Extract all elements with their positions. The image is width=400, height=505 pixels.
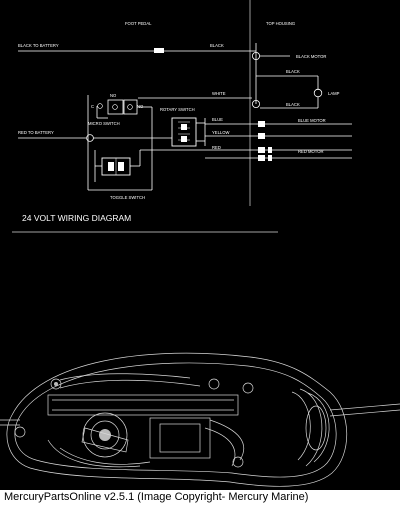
rotary-switch bbox=[171, 117, 197, 147]
label-foot-pedal: FOOT PEDAL bbox=[125, 21, 152, 26]
label-yellow: YELLOW bbox=[212, 130, 230, 135]
bullet-connectors bbox=[258, 121, 272, 161]
label-micro-switch: MICRO SWITCH bbox=[88, 121, 120, 126]
label-lamp: LAMP bbox=[328, 91, 340, 96]
micro-switch bbox=[107, 99, 124, 115]
label-black-3: BLACK bbox=[286, 102, 300, 107]
label-red-motor: RED MOTOR bbox=[298, 149, 324, 154]
label-red: RED bbox=[212, 145, 221, 150]
label-white: WHITE bbox=[212, 91, 226, 96]
diagram-title: 24 VOLT WIRING DIAGRAM bbox=[22, 213, 131, 223]
label-no-2: NO bbox=[137, 104, 144, 109]
label-black-1: BLACK bbox=[210, 43, 224, 48]
lamp-symbol bbox=[313, 88, 323, 98]
label-blue: BLUE bbox=[212, 117, 223, 122]
label-black-2: BLACK bbox=[286, 69, 300, 74]
label-top-housing: TOP HOUSING bbox=[266, 21, 295, 26]
wiring-diagram: FOOT PEDAL TOP HOUSING BLACK TO BATTERY … bbox=[0, 0, 400, 487]
label-red-to-battery: RED TO BATTERY bbox=[18, 130, 54, 135]
label-toggle-switch: TOGGLE SWITCH bbox=[110, 195, 145, 200]
label-c: C bbox=[91, 104, 94, 109]
foot-pedal-housing-drawing bbox=[0, 352, 400, 487]
label-blue-motor: BLUE MOTOR bbox=[298, 118, 326, 123]
footer-caption: MercuryPartsOnline v2.5.1 (Image Copyrig… bbox=[4, 491, 309, 503]
label-no-1: NO bbox=[110, 93, 117, 98]
footer-caption-bar: MercuryPartsOnline v2.5.1 (Image Copyrig… bbox=[0, 490, 400, 505]
label-black-motor-1: BLACK MOTOR bbox=[296, 54, 326, 59]
label-rotary-switch: ROTARY SWITCH bbox=[160, 107, 195, 112]
inline-fuse bbox=[154, 48, 164, 53]
label-black-to-battery: BLACK TO BATTERY bbox=[18, 43, 59, 48]
connector-black bbox=[251, 100, 260, 109]
wiring-schematic: FOOT PEDAL TOP HOUSING BLACK TO BATTERY … bbox=[12, 0, 352, 233]
